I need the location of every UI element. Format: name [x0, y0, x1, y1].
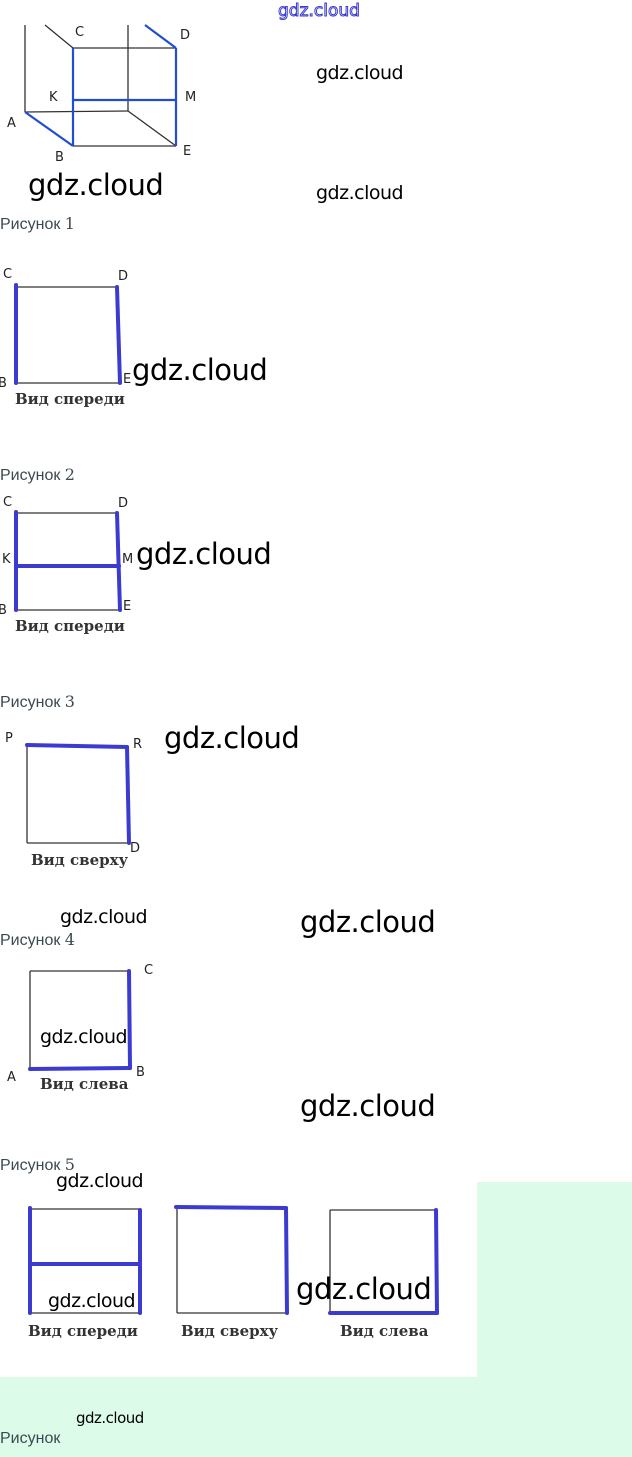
- highlight-edge: [127, 969, 132, 1070]
- view-label: Вид спереди: [15, 617, 125, 635]
- point-label-d: D: [130, 841, 141, 856]
- caption-number: 1: [64, 214, 75, 233]
- watermark: gdz.cloud: [132, 353, 268, 387]
- watermark: gdz.cloud: [296, 1272, 432, 1306]
- point-label-b: B: [55, 150, 64, 165]
- figure-caption: Рисунок 1: [0, 214, 75, 234]
- highlight-edge: [434, 1208, 439, 1315]
- caption-number: 5: [64, 1155, 75, 1174]
- front-view-drawing: [14, 510, 122, 612]
- caption-word: Рисунок: [0, 467, 61, 484]
- point-label-b: B: [0, 603, 7, 618]
- watermark: gdz.cloud: [48, 1290, 136, 1312]
- cube-highlight-edge: [24, 111, 74, 147]
- front-view-shape: [28, 1206, 142, 1315]
- green-panel-right: [477, 1182, 632, 1382]
- watermark: gdz.cloud: [316, 62, 404, 84]
- cube-edge: [127, 110, 177, 147]
- watermark: gdz.cloud: [56, 1170, 144, 1192]
- cube-edge: [44, 24, 74, 49]
- watermark-top: gdz.cloud: [278, 1, 361, 22]
- top-view-shape: [174, 1205, 289, 1315]
- point-label-d: D: [180, 28, 191, 43]
- point-label-e: E: [183, 144, 192, 159]
- point-label-e: E: [123, 599, 132, 614]
- view-label-top: Вид сверху: [181, 1322, 279, 1340]
- figure-caption: Рисунок: [0, 1430, 60, 1448]
- caption-word: Рисунок: [0, 932, 61, 949]
- caption-word: Рисунок: [0, 1157, 61, 1174]
- point-label-p: P: [5, 731, 13, 746]
- highlight-edge: [28, 1066, 132, 1071]
- point-label-b: B: [136, 1065, 145, 1080]
- point-label-d: D: [118, 496, 129, 511]
- point-label-k: K: [2, 552, 11, 567]
- watermark: gdz.cloud: [40, 1026, 128, 1048]
- view-label-front: Вид спереди: [28, 1322, 138, 1340]
- left-view-shape: [328, 1208, 439, 1315]
- point-label-d: D: [118, 269, 129, 284]
- highlight-edge: [115, 511, 122, 612]
- figure-caption: Рисунок 5: [0, 1155, 75, 1175]
- highlight-edge: [174, 1205, 288, 1210]
- watermark: gdz.cloud: [164, 721, 300, 755]
- point-label-c: C: [75, 25, 85, 40]
- watermark: gdz.cloud: [300, 905, 436, 939]
- highlight-edge: [25, 743, 129, 749]
- highlight-edge: [125, 745, 131, 845]
- watermark: gdz.cloud: [76, 1409, 144, 1427]
- point-label-a: A: [7, 1070, 16, 1085]
- point-label-c: C: [144, 963, 154, 978]
- watermark: gdz.cloud: [60, 906, 148, 928]
- point-label-m: M: [122, 552, 134, 567]
- highlight-edge: [284, 1206, 289, 1315]
- point-label-r: R: [133, 737, 143, 752]
- view-label: Вид спереди: [15, 390, 125, 408]
- view-label: Вид слева: [40, 1075, 129, 1093]
- figure-caption: Рисунок 2: [0, 465, 75, 485]
- top-view-drawing: [25, 743, 131, 845]
- cube-drawing: [24, 24, 178, 147]
- highlight-edge: [115, 285, 122, 385]
- view-label-left: Вид слева: [340, 1322, 429, 1340]
- caption-number: 2: [64, 465, 75, 484]
- watermark: gdz.cloud: [300, 1089, 436, 1123]
- left-view-drawing: [28, 969, 132, 1071]
- front-view-drawing: [14, 283, 122, 385]
- caption-number: 4: [64, 930, 75, 949]
- caption-word: Рисунок: [0, 694, 61, 711]
- caption-number: 3: [64, 692, 75, 711]
- three-views-drawing: [28, 1205, 439, 1315]
- point-label-e: E: [123, 372, 132, 387]
- watermark: gdz.cloud: [136, 537, 272, 571]
- cube-edge: [24, 110, 129, 113]
- point-label-m: M: [185, 90, 197, 105]
- point-label-c: C: [3, 267, 13, 282]
- point-label-a: A: [7, 116, 16, 131]
- figure-caption: Рисунок 3: [0, 692, 75, 712]
- caption-word: Рисунок: [0, 1430, 61, 1447]
- caption-word: Рисунок: [0, 216, 61, 233]
- cube-highlight-edge: [144, 24, 177, 49]
- figure-caption: Рисунок 4: [0, 930, 75, 950]
- green-panel-bottom: [0, 1377, 632, 1457]
- point-label-c: C: [3, 495, 13, 510]
- watermark: gdz.cloud: [28, 168, 164, 202]
- point-label-k: K: [49, 90, 58, 105]
- point-label-b: B: [0, 376, 7, 391]
- view-label: Вид сверху: [31, 851, 129, 869]
- watermark: gdz.cloud: [316, 182, 404, 204]
